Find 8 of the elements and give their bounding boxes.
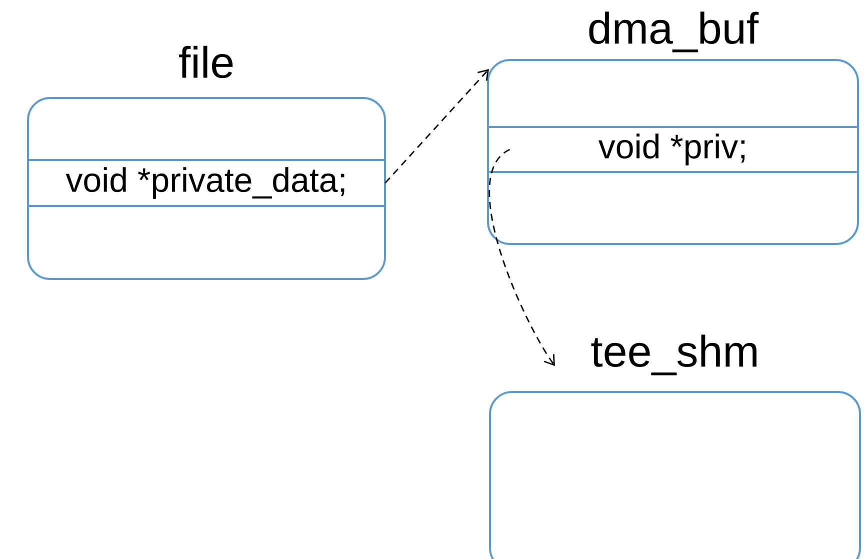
arrow [384, 69, 489, 184]
struct-box: tee_shm [489, 334, 861, 559]
arrow [488, 148, 555, 366]
node-label: dma_buf [589, 12, 759, 52]
field-row: void *priv; [488, 126, 858, 173]
field-row: void *private_data; [28, 159, 385, 207]
node-label: file [179, 46, 233, 78]
node-label: tee_shm [591, 334, 756, 376]
